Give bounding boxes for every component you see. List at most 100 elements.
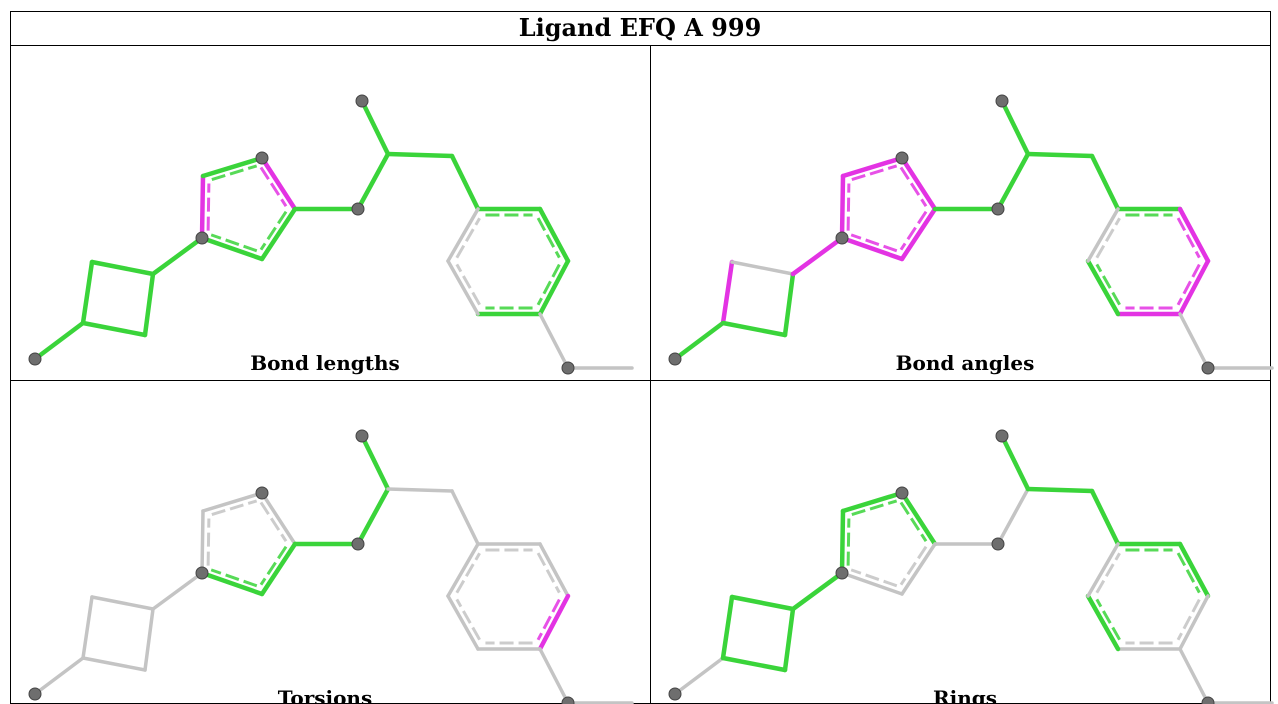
- bond-b14: [1025, 486, 1095, 494]
- atom-p1: [195, 566, 209, 580]
- atom-m2: [355, 94, 369, 108]
- aromatic-inner-b7: [211, 164, 258, 182]
- bond-b0: [672, 320, 726, 362]
- atom-o1: [991, 202, 1005, 216]
- bond-b21: [446, 207, 480, 263]
- bond-b5: [150, 235, 205, 277]
- atom-p1: [835, 566, 849, 580]
- bond-b15: [450, 489, 480, 546]
- aromatic-inner-b17: [1176, 552, 1201, 594]
- aromatic-inner-b21: [1095, 217, 1121, 259]
- bond-b17: [538, 542, 570, 598]
- aromatic-inner-b8: [259, 501, 288, 542]
- bond-b22: [538, 647, 570, 704]
- bond-b8: [899, 155, 938, 212]
- atom-m1: [668, 352, 682, 366]
- bond-b7: [201, 491, 264, 513]
- bond-b3: [782, 606, 796, 673]
- bond-b18: [537, 258, 571, 317]
- atom-o1: [991, 537, 1005, 551]
- atom-p3: [255, 151, 269, 165]
- aromatic-inner-b6: [846, 183, 851, 231]
- bond-b7: [200, 155, 265, 179]
- bond-b10: [199, 570, 265, 597]
- atom-c3: [561, 696, 575, 704]
- outer-border: [10, 11, 1271, 704]
- bond-b0: [673, 656, 725, 696]
- bond-b15: [1089, 488, 1121, 547]
- bond-b4: [81, 656, 147, 672]
- aromatic-inner-b6: [206, 518, 211, 566]
- bond-b0: [33, 656, 85, 696]
- aromatic-inner-b21: [1095, 552, 1121, 594]
- aromatic-inner-b7: [851, 499, 898, 517]
- bond-b20: [1085, 258, 1121, 317]
- aromatic-inner-b8: [259, 166, 288, 207]
- bond-b22: [1178, 312, 1210, 370]
- bond-b5: [151, 571, 204, 611]
- bond-b2: [89, 259, 156, 277]
- atom-p1: [835, 231, 849, 245]
- aromatic-inner-b18: [1176, 263, 1201, 306]
- bond-b8: [899, 490, 938, 547]
- bond-b13: [359, 433, 391, 492]
- aromatic-inner-b21: [455, 552, 481, 594]
- bond-b20: [446, 259, 480, 316]
- aromatic-inner-b18: [536, 598, 561, 641]
- bond-b7: [840, 490, 905, 514]
- aromatic-inner-b10: [850, 233, 898, 253]
- bond-b2: [730, 260, 795, 276]
- bond-b10: [839, 235, 905, 262]
- panel-torsions: Torsions: [28, 429, 634, 704]
- atom-o1: [351, 202, 365, 216]
- bond-b13: [999, 433, 1031, 492]
- bond-b22: [1178, 647, 1210, 704]
- atom-p1: [195, 231, 209, 245]
- bond-b14: [386, 487, 454, 493]
- bond-b21: [1086, 207, 1120, 263]
- bond-b9: [259, 206, 298, 262]
- bond-b0: [32, 320, 86, 362]
- bond-b20: [446, 594, 480, 651]
- bond-b7: [840, 155, 905, 179]
- atom-m2: [995, 429, 1009, 443]
- bond-b18: [1178, 594, 1210, 651]
- bond-b6: [839, 508, 846, 576]
- aromatic-inner-b17: [1176, 217, 1201, 259]
- bond-b10: [840, 571, 904, 596]
- bond-b9: [259, 541, 298, 597]
- aromatic-inner-b18: [536, 263, 561, 306]
- bond-b1: [81, 595, 94, 660]
- table-frame: [10, 11, 1271, 704]
- panel-bond-lengths: Bond lengths: [28, 94, 634, 375]
- bond-b13: [359, 98, 391, 157]
- atom-m1: [28, 352, 42, 366]
- bond-b18: [1177, 258, 1211, 317]
- panel-caption-torsions: Torsions: [278, 686, 372, 704]
- aromatic-inner-b9: [899, 545, 928, 586]
- bond-b4: [80, 320, 148, 338]
- bond-b9: [900, 542, 937, 596]
- bond-b12: [355, 151, 391, 212]
- aromatic-inner-b7: [851, 164, 898, 182]
- atom-c3: [1201, 361, 1215, 375]
- aromatic-inner-b21: [455, 217, 481, 259]
- bond-b2: [90, 595, 155, 611]
- bond-b21: [446, 542, 480, 598]
- aromatic-inner-b9: [259, 545, 288, 586]
- bond-b2: [729, 594, 796, 612]
- bond-b3: [143, 607, 155, 672]
- bond-b3: [782, 271, 796, 338]
- bond-b13: [999, 98, 1031, 157]
- aromatic-inner-b8: [899, 166, 928, 207]
- bond-b9: [899, 206, 938, 262]
- bond-b15: [1089, 153, 1121, 212]
- aromatic-inner-b18: [1176, 598, 1201, 641]
- atom-m1: [668, 687, 682, 701]
- bond-b5: [790, 570, 845, 612]
- atom-m2: [995, 94, 1009, 108]
- aromatic-inner-b9: [259, 210, 288, 251]
- bond-b6: [839, 173, 846, 241]
